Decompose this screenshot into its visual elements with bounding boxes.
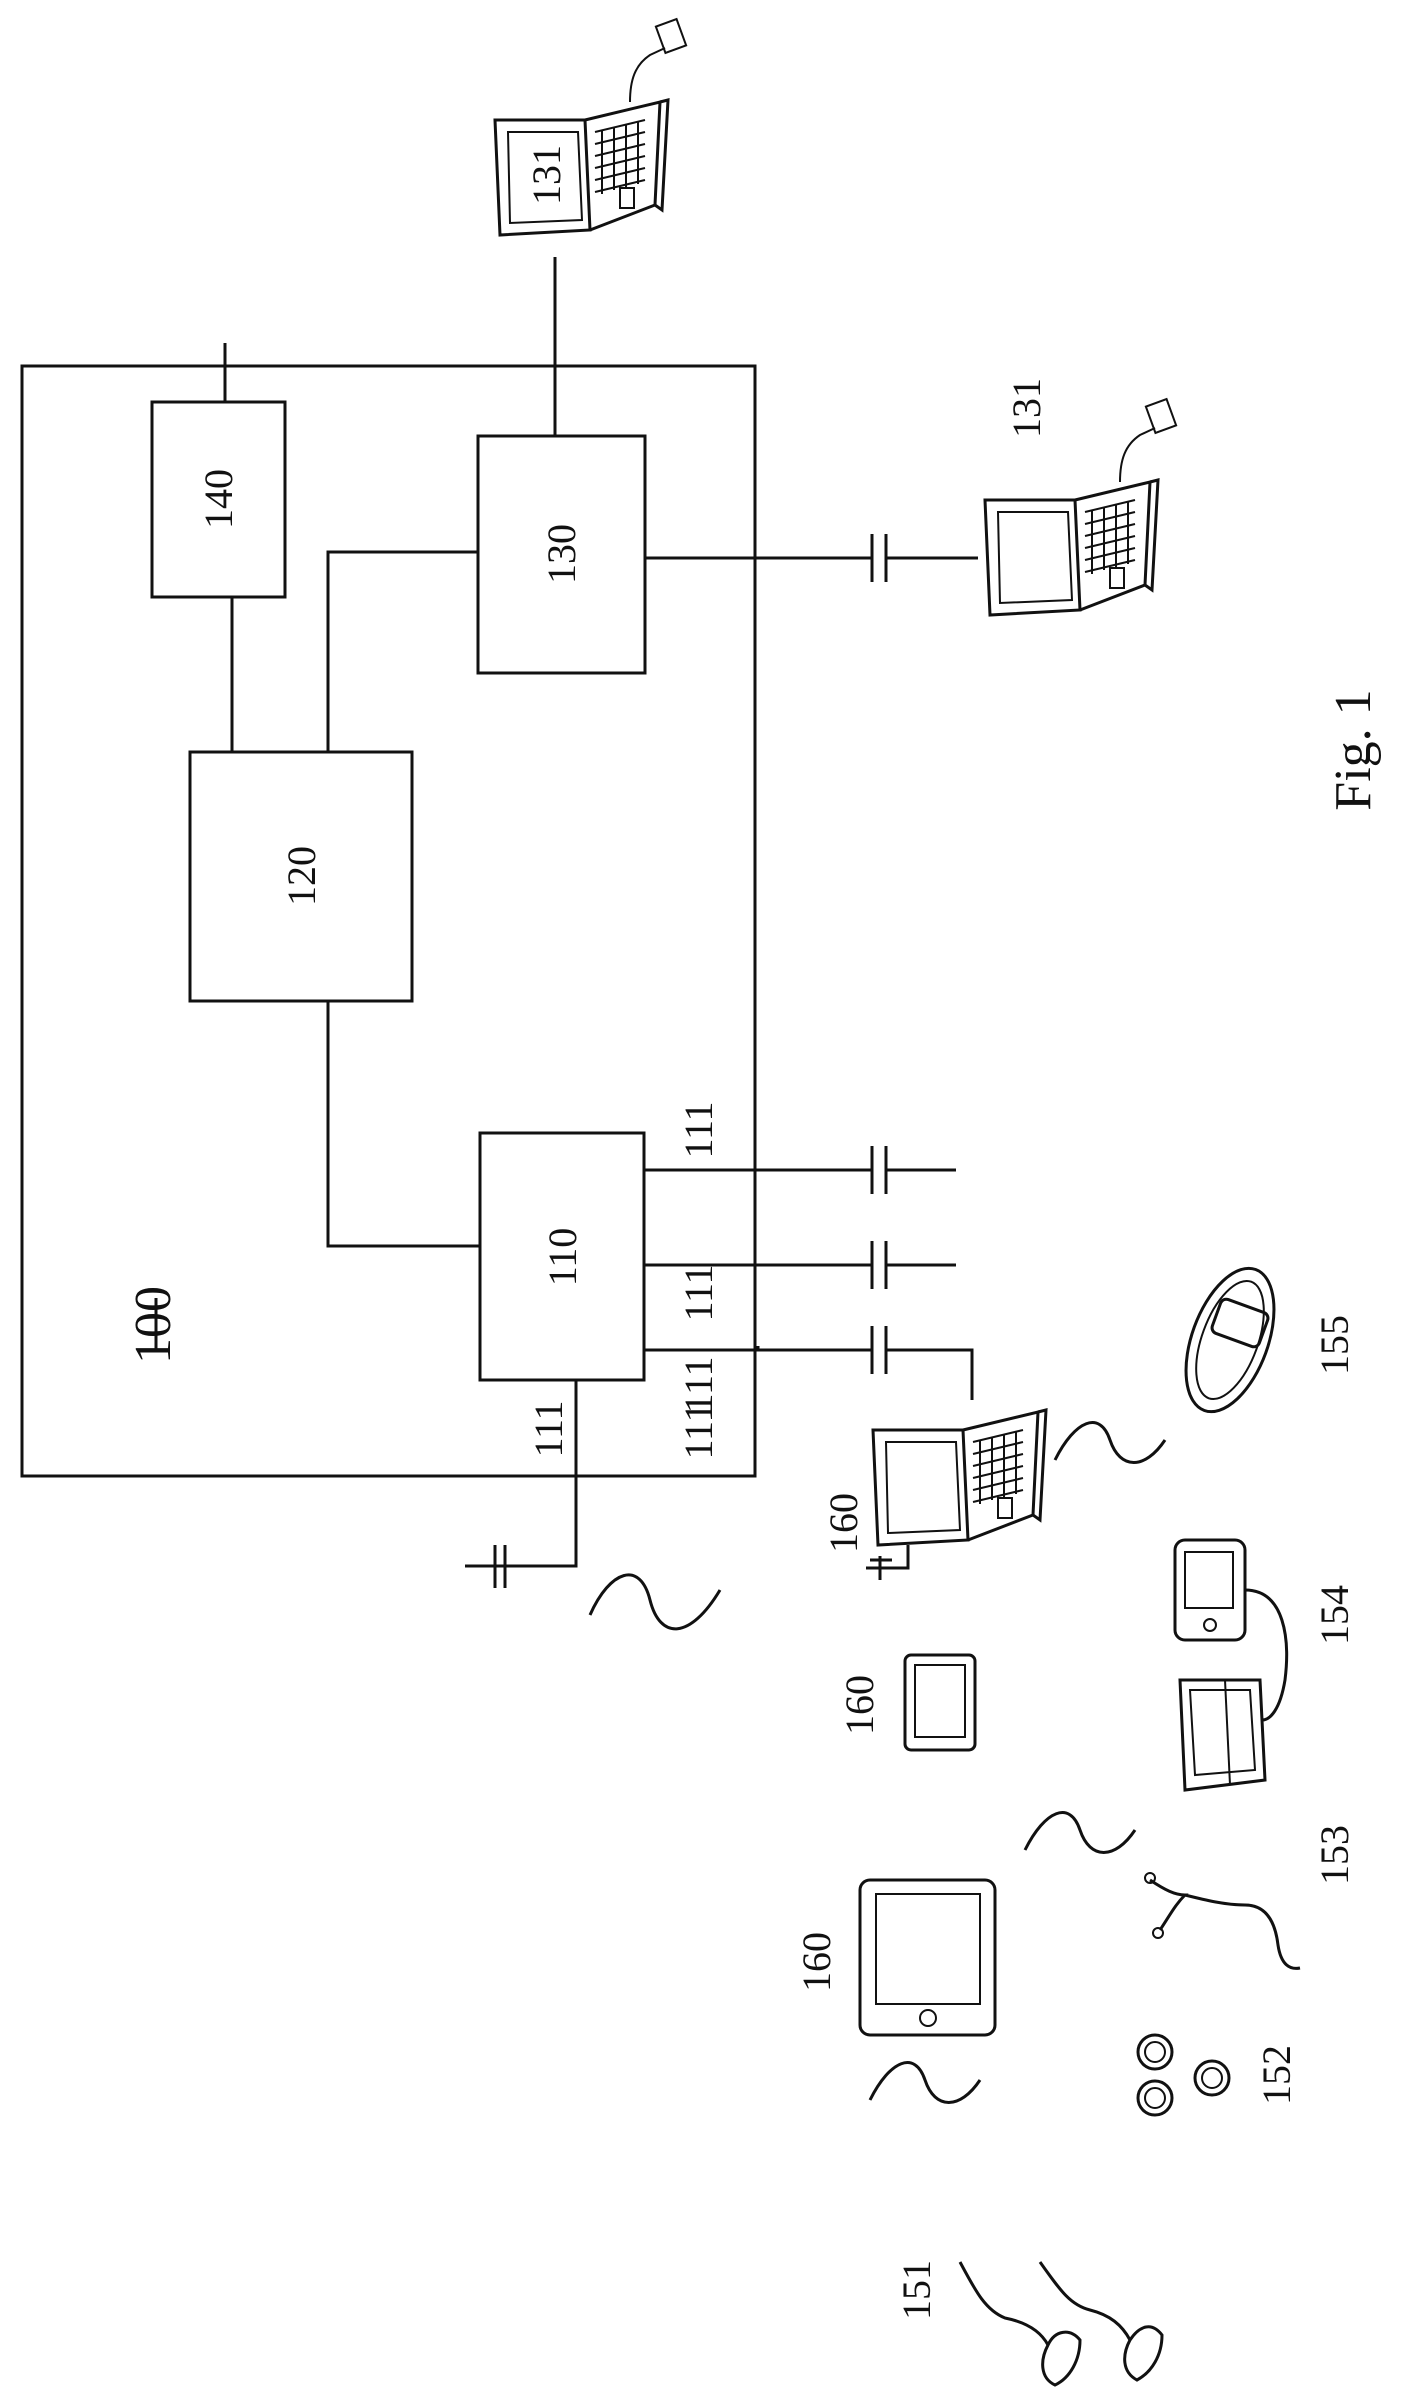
laptop-mid-label: 131 (1004, 378, 1049, 438)
block-120-label: 120 (279, 846, 324, 906)
tablet-large-label: 160 (794, 1932, 839, 1992)
block-140-label: 140 (196, 469, 241, 529)
port-label: 111 (676, 1264, 721, 1321)
block-110: 110 (480, 1133, 644, 1380)
tablet-small-label: 160 (837, 1675, 882, 1735)
electrode-icon (1138, 2035, 1229, 2115)
wireless-link-icon (1025, 1813, 1135, 1853)
sensor-152-label: 152 (1254, 2045, 1299, 2105)
block-130: 130 (478, 436, 645, 673)
tablet-icon (905, 1655, 975, 1750)
laptop-160-label: 160 (821, 1493, 866, 1553)
stethoscope-icon (1145, 1873, 1300, 1968)
tablet-icon (860, 1880, 995, 2035)
block-120: 120 (190, 752, 412, 1001)
block-140: 140 (152, 402, 285, 597)
sensor-154-label: 154 (1312, 1585, 1357, 1645)
wireless-link-icon (870, 2063, 980, 2103)
port-label: 111 (526, 1400, 571, 1457)
figure-caption: Fig. 1 (1325, 689, 1382, 810)
blood-pressure-monitor-icon (1175, 1540, 1287, 1790)
laptop-icon (866, 1410, 1046, 1580)
block-110-label: 110 (540, 1228, 585, 1287)
port-label: 111 (676, 1402, 721, 1459)
sensor-155-label: 155 (1312, 1315, 1357, 1375)
port-label: 111 (676, 1101, 721, 1158)
sensor-153-label: 153 (1312, 1825, 1357, 1885)
wireless-link-icon (1055, 1423, 1165, 1463)
wireless-link-icon (590, 1575, 720, 1629)
sensor-151-icon (960, 2262, 1162, 2385)
smartwatch-icon (1169, 1257, 1292, 1424)
sensor-151-label: 151 (894, 2260, 939, 2320)
block-130-label: 130 (539, 524, 584, 584)
laptop-top-label: 131 (524, 145, 569, 205)
system-label: 100 (125, 1286, 182, 1364)
